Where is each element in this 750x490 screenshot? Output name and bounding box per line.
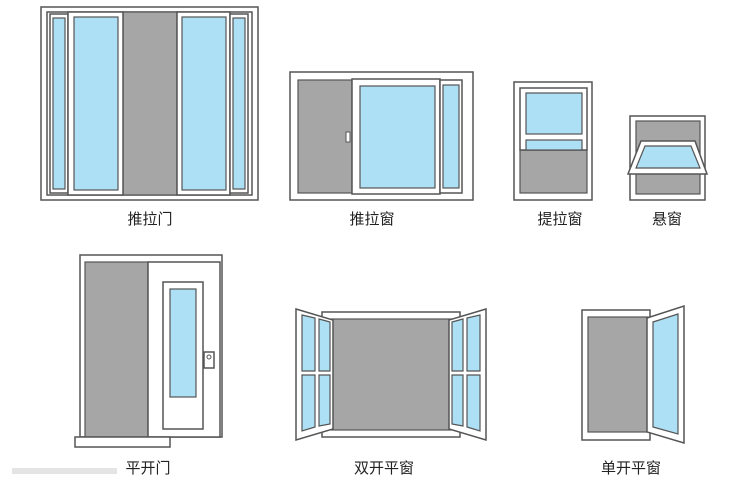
label-sliding-door: 推拉门 bbox=[127, 210, 172, 228]
label-double-casement-window: 双开平窗 bbox=[354, 459, 414, 477]
double-casement-window-illustration bbox=[295, 307, 487, 442]
handle-icon bbox=[345, 131, 351, 143]
sliding-door-illustration bbox=[40, 6, 259, 201]
watermark bbox=[12, 468, 117, 474]
label-sliding-window: 推拉窗 bbox=[349, 210, 394, 228]
label-single-casement-window: 单开平窗 bbox=[601, 459, 661, 477]
label-casement-door: 平开门 bbox=[125, 459, 170, 477]
sliding-window-illustration bbox=[289, 71, 474, 201]
label-sash-window: 提拉窗 bbox=[537, 210, 582, 228]
casement-door-illustration bbox=[74, 254, 223, 448]
awning-window-illustration bbox=[626, 115, 709, 201]
sash-window-illustration bbox=[513, 81, 593, 201]
single-casement-window-illustration bbox=[581, 304, 685, 445]
label-awning-window: 悬窗 bbox=[652, 210, 682, 228]
